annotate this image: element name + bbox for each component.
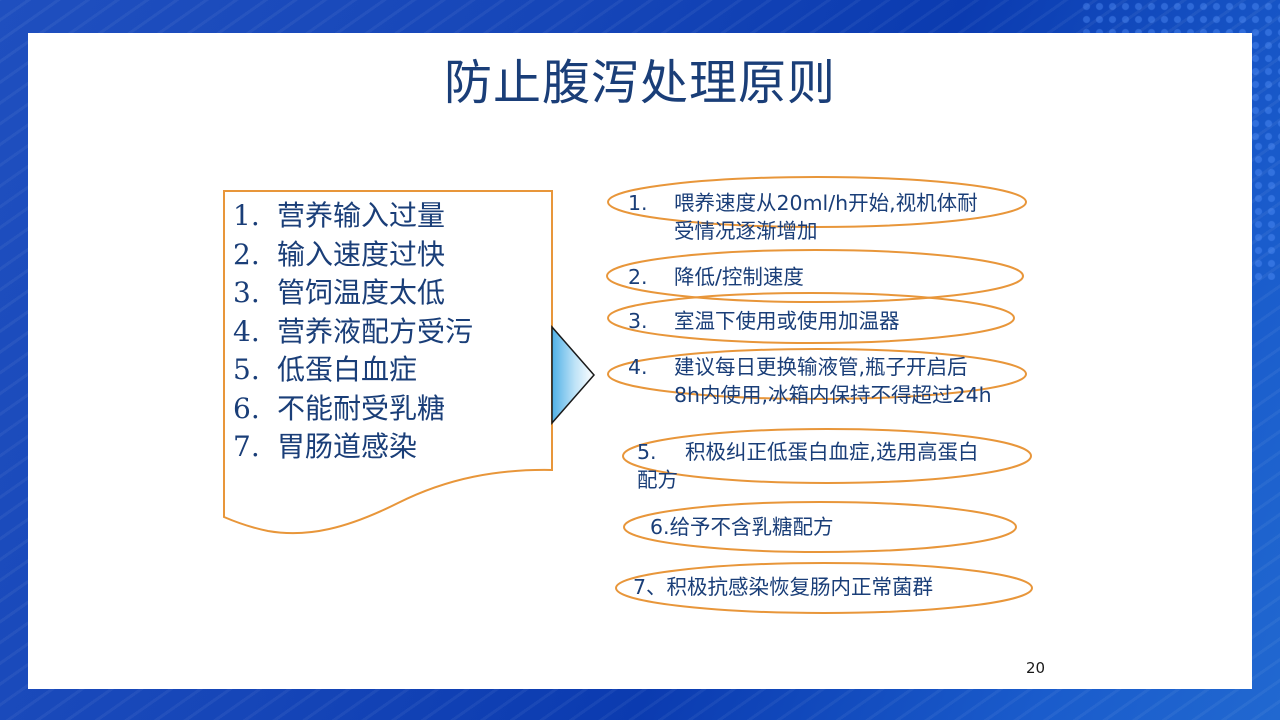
cause-item: 5.低蛋白血症	[233, 353, 418, 386]
causes-list: 1.营养输入过量 2.输入速度过快 3.管饲温度太低 4.营养液配方受污 5.低…	[233, 197, 473, 467]
solution-item-5: 5.积极纠正低蛋白血症,选用高蛋白 配方	[637, 440, 979, 492]
cause-item: 3.管饲温度太低	[233, 276, 446, 309]
slide-title: 防止腹泻处理原则	[443, 55, 836, 111]
solution-item-4: 4.建议每日更换输液管,瓶子开启后 8h内使用,冰箱内保持不得超过24h	[628, 355, 992, 407]
solution-item-1: 1.喂养速度从20ml/h开始,视机体耐 受情况逐渐增加	[628, 191, 978, 243]
page-number: 20	[1026, 659, 1046, 677]
solution-item-6: 6.给予不含乳糖配方	[650, 515, 834, 539]
solution-item-3: 3.室温下使用或使用加温器	[628, 309, 900, 333]
solution-item-2: 2.降低/控制速度	[628, 265, 804, 289]
slide-panel: 防止腹泻处理原则 1.营养输入过量 2.输入速度过快 3.管饲温度太低 4.营养…	[28, 33, 1252, 689]
cause-item: 6.不能耐受乳糖	[233, 391, 446, 425]
background-dots-right	[1252, 140, 1280, 280]
cause-item: 7.胃肠道感染	[233, 430, 418, 463]
cause-item: 4.营养液配方受污	[233, 314, 474, 348]
cause-item: 1.营养输入过量	[233, 199, 446, 232]
arrow-right-triangle-icon	[551, 325, 595, 425]
cause-item: 2.输入速度过快	[233, 237, 446, 271]
solution-item-7: 7、积极抗感染恢复肠内正常菌群	[633, 575, 934, 599]
